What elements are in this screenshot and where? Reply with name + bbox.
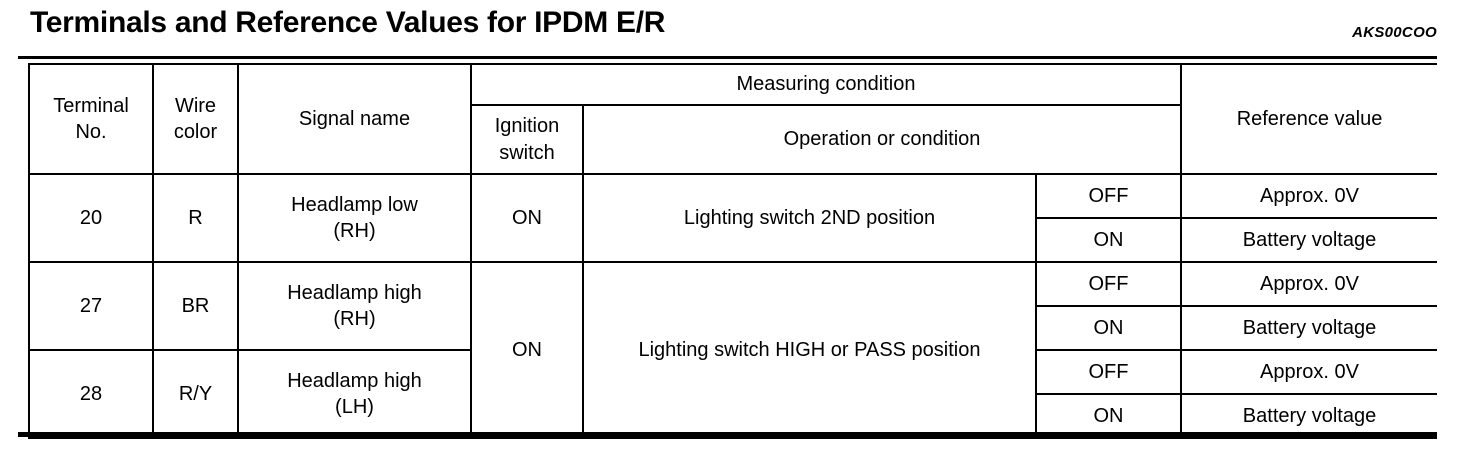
header-ignition-switch: Ignition switch [470, 104, 584, 175]
page-title: Terminals and Reference Values for IPDM … [30, 6, 666, 39]
cell-reference-value: Approx. 0V [1180, 261, 1438, 307]
header-signal-name: Signal name [237, 63, 472, 175]
cell-signal-name: Headlamp high (LH) [237, 349, 472, 439]
cell-reference-value: Battery voltage [1180, 217, 1438, 263]
cell-switch-state: OFF [1034, 173, 1183, 219]
cell-signal-name: Headlamp low (RH) [237, 173, 472, 263]
header-operation-or-condition: Operation or condition [581, 104, 1183, 175]
cell-ignition-switch: ON [470, 173, 584, 263]
cell-wire-color: R [152, 173, 239, 263]
cell-reference-value: Approx. 0V [1180, 173, 1438, 219]
cell-switch-state: ON [1034, 217, 1183, 263]
table-row: 20 R Headlamp low (RH) ON Lighting switc… [28, 173, 1438, 263]
header-reference-value: Reference value [1180, 63, 1438, 175]
cell-terminal-no: 27 [28, 261, 154, 351]
doc-code: AKS00COO [1352, 24, 1437, 41]
cell-wire-color: R/Y [152, 349, 239, 439]
cell-operation: Lighting switch 2ND position [582, 173, 1037, 263]
title-rule [18, 56, 1437, 59]
cell-wire-color: BR [152, 261, 239, 351]
table-row: 28 R/Y Headlamp high (LH) OFF Approx. 0V [28, 349, 1438, 439]
cell-terminal-no: 20 [28, 173, 154, 263]
section-bottom-rule [18, 432, 1437, 437]
cell-operation: Lighting switch HIGH or PASS position [582, 261, 1037, 439]
cell-switch-state: ON [1034, 305, 1183, 351]
cell-ignition-switch: ON [470, 261, 584, 439]
table-row: ON Battery voltage [29, 393, 1438, 439]
table-row: ON Battery voltage [29, 305, 1438, 351]
cell-reference-value: Battery voltage [1180, 393, 1438, 439]
terminals-table: Terminal No. Wire color Signal name Meas… [28, 63, 1438, 439]
table-row: 27 BR Headlamp high (RH) ON Lighting swi… [28, 261, 1438, 439]
cell-switch-state: OFF [1034, 261, 1183, 307]
cell-terminal-no: 28 [28, 349, 154, 439]
cell-reference-value: Approx. 0V [1180, 349, 1438, 395]
cell-switch-state: OFF [1034, 349, 1183, 395]
header-measuring-condition: Measuring condition [469, 63, 1183, 106]
cell-reference-value: Battery voltage [1180, 305, 1438, 351]
cell-switch-state: ON [1034, 393, 1183, 439]
header-wire-color: Wire color [152, 63, 239, 175]
cell-signal-name: Headlamp high (RH) [237, 261, 472, 351]
header-terminal-no: Terminal No. [28, 63, 154, 175]
table-row: ON Battery voltage [29, 217, 1438, 263]
